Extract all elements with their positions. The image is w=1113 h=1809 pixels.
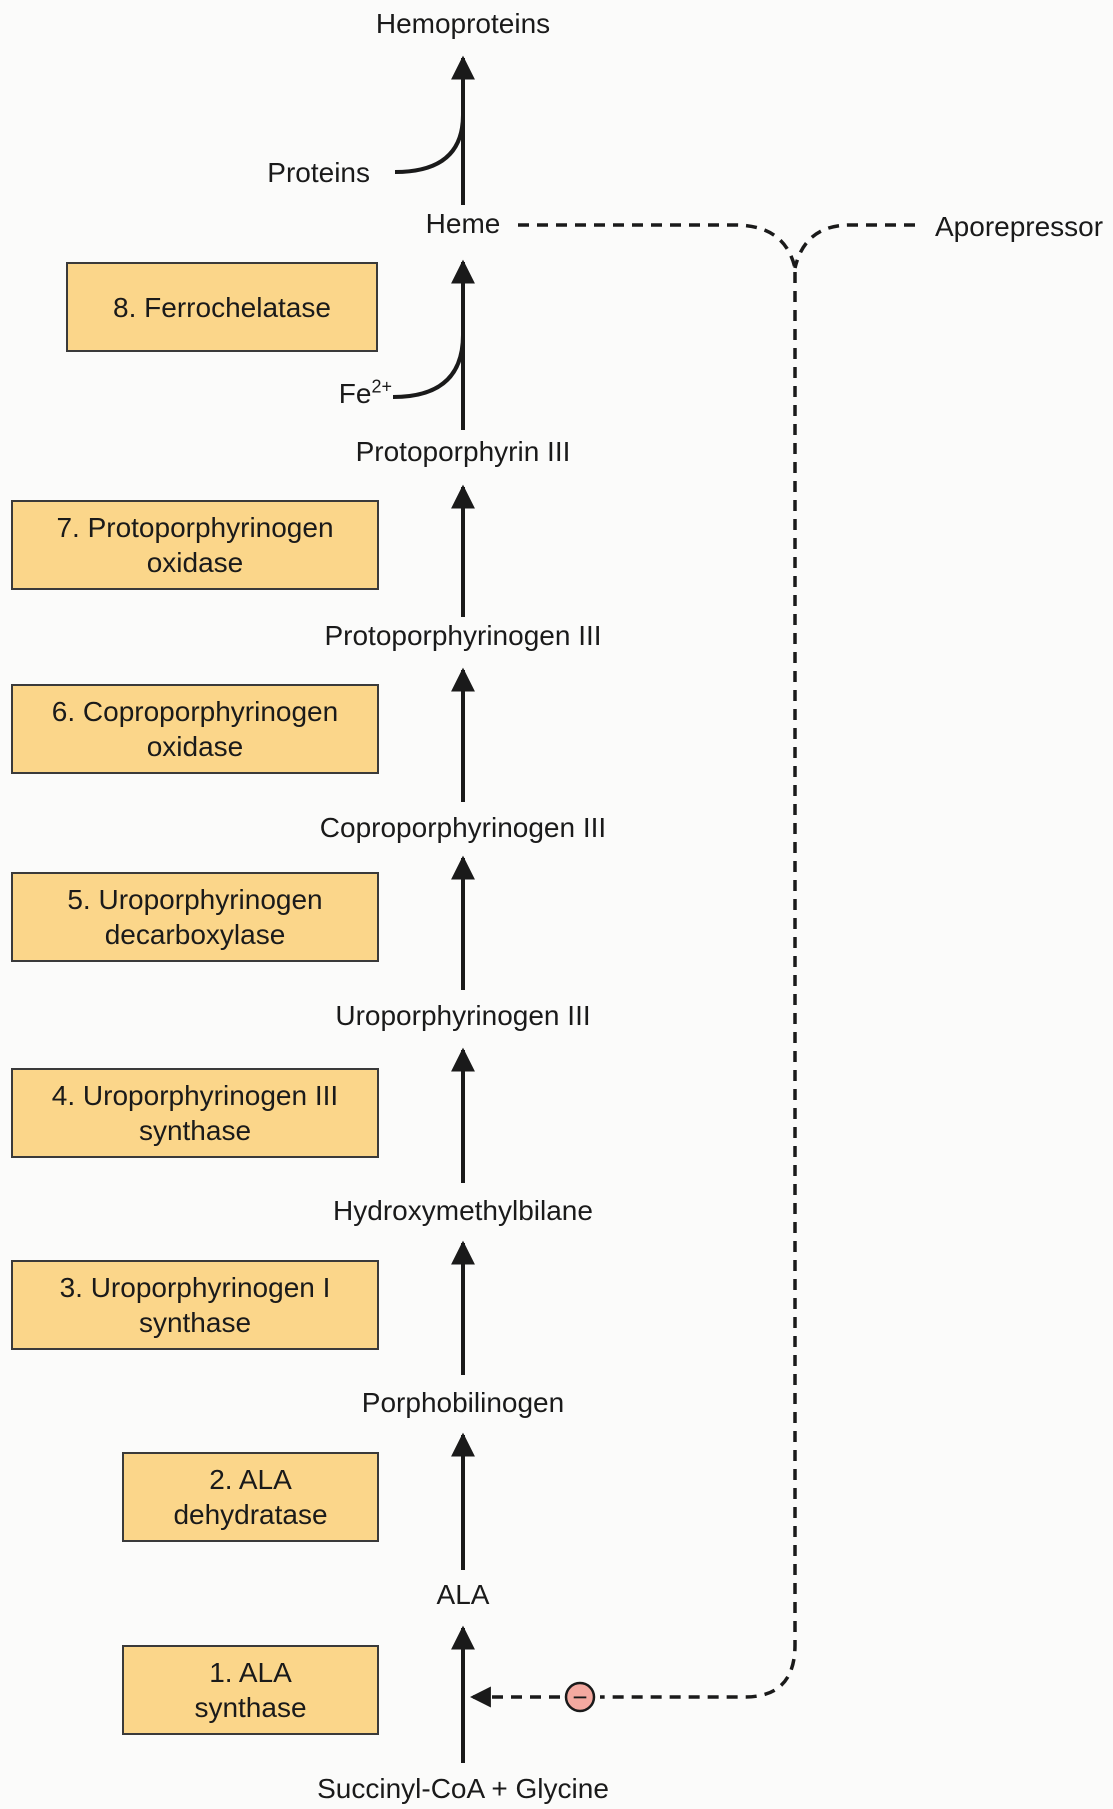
iron-symbol: Fe <box>338 378 372 409</box>
enzyme-box-ferrochelatase: 8. Ferrochelatase <box>66 262 378 352</box>
inhibition-symbol: − <box>572 1682 587 1712</box>
enzyme-label-line2: decarboxylase <box>104 919 286 950</box>
enzyme-box-coproporphyrinogen-oxidase: 6. Coproporphyrinogen oxidase <box>11 684 379 774</box>
ala-label: ALA <box>436 1579 490 1610</box>
enzyme-box-ala-dehydratase: 2. ALA dehydratase <box>122 1452 379 1542</box>
hydroxymethylbilane-label: Hydroxymethylbilane <box>333 1195 593 1226</box>
enzyme-label-line2: oxidase <box>146 547 244 578</box>
enzyme-box-uroporphyrinogen-decarboxylase: 5. Uroporphyrinogen decarboxylase <box>11 872 379 962</box>
enzyme-label-line2: synthase <box>138 1115 252 1146</box>
fe-join-curve <box>392 334 465 399</box>
enzyme-label: 6. Coproporphyrinogen <box>51 696 339 727</box>
enzyme-label-line2: oxidase <box>146 731 244 762</box>
proteins-join-curve <box>394 114 465 174</box>
enzyme-label-line2: synthase <box>194 1692 307 1723</box>
protoporphyrinogen-label: Protoporphyrinogen III <box>324 620 602 651</box>
enzyme-label: 7. Protoporphyrinogen <box>56 512 334 543</box>
enzyme-label: 4. Uroporphyrinogen III <box>51 1080 339 1111</box>
coproporphyrinogen-label: Coproporphyrinogen III <box>319 812 607 843</box>
enzyme-box-ala-synthase: 1. ALA synthase <box>122 1645 379 1735</box>
protoporphyrin-label: Protoporphyrin III <box>355 436 571 467</box>
porphobilinogen-label: Porphobilinogen <box>361 1387 565 1418</box>
heme-label: Heme <box>425 208 501 239</box>
iron-charge: 2+ <box>371 376 392 397</box>
feedback-dashed-heme-branch <box>518 223 797 269</box>
enzyme-label: 3. Uroporphyrinogen I <box>59 1272 331 1303</box>
iron-label: Fe2+ <box>338 376 392 409</box>
enzyme-box-uroporphyrinogen-i-synthase: 3. Uroporphyrinogen I synthase <box>11 1260 379 1350</box>
substrate-label: Succinyl-CoA + Glycine <box>317 1773 609 1804</box>
enzyme-label: 8. Ferrochelatase <box>113 291 331 323</box>
enzyme-box-protoporphyrinogen-oxidase: 7. Protoporphyrinogen oxidase <box>11 500 379 590</box>
enzyme-label: 5. Uroporphyrinogen <box>67 884 323 915</box>
inhibition-marker <box>564 1681 596 1713</box>
feedback-dashed-aporepressor-branch <box>793 223 915 269</box>
enzyme-label-line2: synthase <box>138 1307 252 1338</box>
proteins-label: Proteins <box>267 157 370 188</box>
aporepressor-label: Aporepressor <box>935 211 1104 242</box>
enzyme-box-uroporphyrinogen-iii-synthase: 4. Uroporphyrinogen III synthase <box>11 1068 379 1158</box>
enzyme-label: 2. ALA <box>209 1464 292 1495</box>
hemoproteins-label: Hemoproteins <box>375 8 551 39</box>
enzyme-label: 1. ALA <box>209 1657 292 1688</box>
enzyme-label-line2: dehydratase <box>173 1499 328 1530</box>
uroporphyrinogen-label: Uroporphyrinogen III <box>335 1000 591 1031</box>
feedback-dashed-vertical <box>600 272 797 1699</box>
